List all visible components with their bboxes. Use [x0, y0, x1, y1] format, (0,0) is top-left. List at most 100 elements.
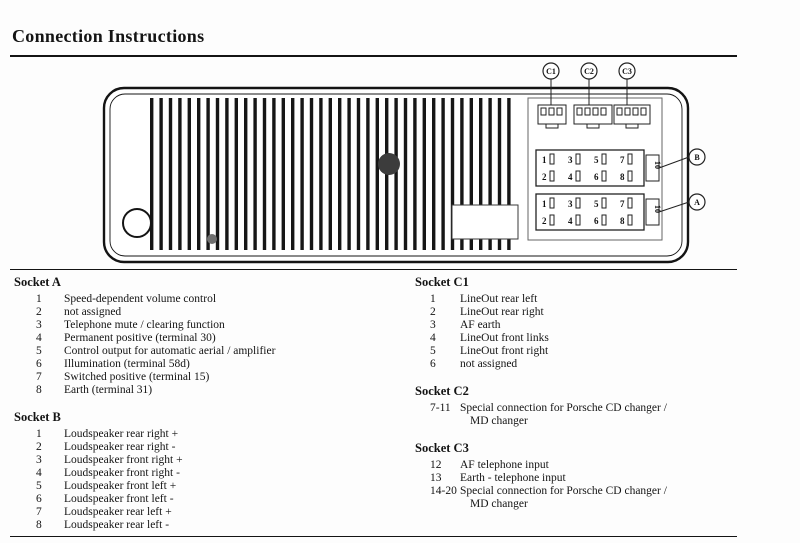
- pin-row: 2 not assigned: [14, 306, 399, 319]
- small-knob: [207, 234, 217, 244]
- label-plate: [451, 204, 519, 240]
- callout-c1: C1: [542, 62, 560, 105]
- pin-number: 2: [36, 441, 42, 453]
- leader-line-b: [658, 156, 690, 169]
- svg-text:A: A: [694, 198, 700, 207]
- pin-description: Special connection for Porsche CD change…: [460, 402, 737, 428]
- pin-description: LineOut front links: [460, 332, 549, 344]
- svg-text:5: 5: [594, 155, 599, 165]
- pin-row: 5 LineOut front right: [415, 345, 737, 358]
- svg-text:2: 2: [542, 172, 547, 182]
- svg-text:7: 7: [620, 155, 625, 165]
- svg-text:8: 8: [620, 216, 625, 226]
- socket-b-connector: 1 3 5 7 2 4 6 8 10: [535, 149, 662, 187]
- pin-number: 13: [430, 472, 442, 484]
- pin-number: 6: [36, 493, 42, 505]
- pin-number: 4: [36, 467, 42, 479]
- socket-a-title: Socket A: [14, 275, 61, 289]
- socket-c2-connector: [573, 104, 613, 129]
- pin-row: 14-20 Special connection for Porsche CD …: [415, 485, 737, 511]
- socket-c1-title: Socket C1: [415, 275, 469, 289]
- pin-description: Control output for automatic aerial / am…: [64, 345, 276, 357]
- socket-b-title: Socket B: [14, 410, 61, 424]
- pin-description: not assigned: [460, 358, 518, 370]
- pin-description: Loudspeaker front right +: [64, 454, 183, 466]
- pin-description-line1: Special connection for Porsche CD change…: [460, 402, 667, 414]
- pin-number: 7: [36, 371, 42, 383]
- pin-description: LineOut front right: [460, 345, 549, 357]
- pin-description-line2: MD changer: [470, 415, 528, 427]
- pin-row: 5 Loudspeaker front left +: [14, 480, 399, 493]
- pin-row: 13 Earth - telephone input: [415, 472, 737, 485]
- pin-description: Loudspeaker front left -: [64, 493, 174, 505]
- pin-number: 3: [430, 319, 436, 331]
- svg-text:4: 4: [568, 172, 573, 182]
- pin-description: Earth (terminal 31): [64, 384, 153, 396]
- pin-description: Loudspeaker front right -: [64, 467, 180, 479]
- mounting-hole: [122, 208, 152, 238]
- pin-description: Loudspeaker rear left +: [64, 506, 172, 518]
- pin-row: 8 Earth (terminal 31): [14, 384, 399, 397]
- pin-number: 5: [36, 480, 42, 492]
- pin-description: Earth - telephone input: [460, 472, 566, 484]
- pin-number: 6: [36, 358, 42, 370]
- pin-number: 4: [430, 332, 436, 344]
- pin-number: 1: [36, 293, 42, 305]
- pin-description: not assigned: [64, 306, 122, 318]
- svg-text:4: 4: [568, 216, 573, 226]
- svg-text:3: 3: [568, 199, 573, 209]
- svg-text:6: 6: [594, 216, 599, 226]
- pin-description: AF telephone input: [460, 459, 549, 471]
- pin-description: Loudspeaker front left +: [64, 480, 177, 492]
- page-title: Connection Instructions: [12, 26, 205, 46]
- pin-number: 2: [430, 306, 436, 318]
- pin-number: 1: [430, 293, 436, 305]
- callout-c2: C2: [580, 62, 598, 105]
- pin-number: 8: [36, 519, 42, 531]
- socket-c3-section: Socket C3 12 AF telephone input 13 Earth -…: [415, 441, 737, 511]
- pin-row: 2 Loudspeaker rear right -: [14, 441, 399, 454]
- pin-description: Loudspeaker rear right -: [64, 441, 176, 453]
- pin-number: 7-11: [430, 402, 451, 414]
- pin-row: 12 AF telephone input: [415, 459, 737, 472]
- pin-row: 5 Control output for automatic aerial / a…: [14, 345, 399, 358]
- pin-number: 5: [36, 345, 42, 357]
- svg-text:3: 3: [568, 155, 573, 165]
- pin-description: Switched positive (terminal 15): [64, 371, 210, 383]
- pin-number: 14-20: [430, 485, 457, 497]
- callout-b: B: [688, 148, 706, 166]
- pin-number: 12: [430, 459, 442, 471]
- shaft-plug: [378, 153, 400, 175]
- callout-a: A: [688, 193, 706, 211]
- socket-c3-title: Socket C3: [415, 441, 469, 455]
- callout-c3: C3: [618, 62, 636, 105]
- section-divider: [10, 269, 737, 270]
- pin-number: 8: [36, 384, 42, 396]
- pin-row: 8 Loudspeaker rear left -: [14, 519, 399, 532]
- pin-number: 5: [430, 345, 436, 357]
- pin-description: Loudspeaker rear right +: [64, 428, 179, 440]
- pin-description: Loudspeaker rear left -: [64, 519, 170, 531]
- svg-text:B: B: [694, 153, 700, 162]
- svg-text:10: 10: [653, 205, 662, 213]
- pin-number: 3: [36, 319, 42, 331]
- pin-row: 4 Loudspeaker front right -: [14, 467, 399, 480]
- svg-text:7: 7: [620, 199, 625, 209]
- pin-description: Illumination (terminal 58d): [64, 358, 190, 370]
- pin-number: 4: [36, 332, 42, 344]
- footer-divider: [10, 536, 737, 537]
- pin-number: 2: [36, 306, 42, 318]
- svg-text:1: 1: [542, 199, 547, 209]
- svg-text:2: 2: [542, 216, 547, 226]
